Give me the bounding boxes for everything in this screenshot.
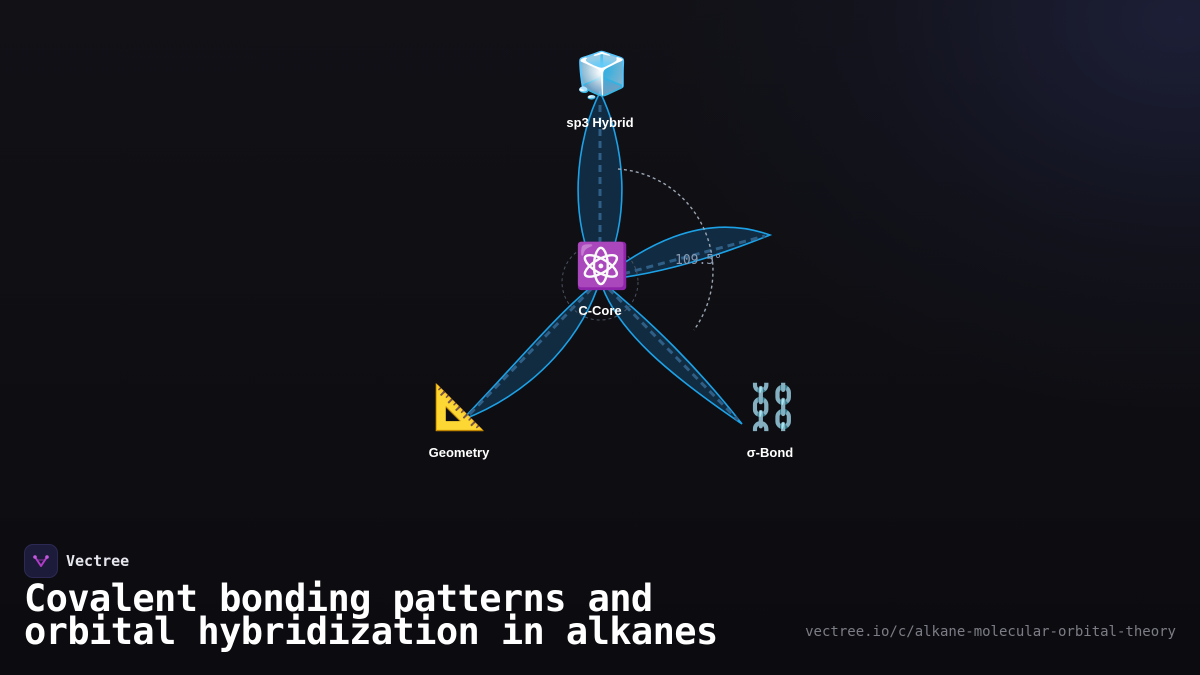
source-url[interactable]: vectree.io/c/alkane-molecular-orbital-th… xyxy=(805,624,1176,640)
node-label: sp3 Hybrid xyxy=(566,115,633,130)
bond-angle-arc xyxy=(617,168,714,331)
core-ring xyxy=(561,243,639,321)
bond-angle-label: 109.5° xyxy=(675,253,722,268)
ice-cube-icon: 🧊 xyxy=(575,50,630,101)
lobe-right xyxy=(597,226,773,282)
chains-icon: ⛓️ xyxy=(745,382,800,432)
node-c-core[interactable]: ⚛️ C-Core xyxy=(575,241,630,318)
page-title: Covalent bonding patterns and orbital hy… xyxy=(24,577,718,653)
axis-lower-left xyxy=(464,278,602,420)
vectree-logo-icon xyxy=(24,544,58,578)
node-label: C-Core xyxy=(578,303,621,318)
node-label: σ-Bond xyxy=(747,445,793,460)
brand-name: Vectree xyxy=(66,552,130,570)
node-label: Geometry xyxy=(429,445,490,460)
bond-axes xyxy=(464,100,766,422)
node-sp3-hybrid[interactable]: 🧊 sp3 Hybrid xyxy=(566,50,633,130)
triangular-ruler-icon: 📐 xyxy=(433,382,488,432)
axis-lower-right xyxy=(598,278,740,422)
brand[interactable]: Vectree xyxy=(24,544,129,578)
node-geometry[interactable]: 📐 Geometry xyxy=(429,382,490,460)
atom-icon: ⚛️ xyxy=(575,241,630,291)
node-sigma-bond[interactable]: ⛓️ σ-Bond xyxy=(745,382,800,460)
lobe-top xyxy=(577,90,623,282)
axis-right xyxy=(599,234,766,282)
